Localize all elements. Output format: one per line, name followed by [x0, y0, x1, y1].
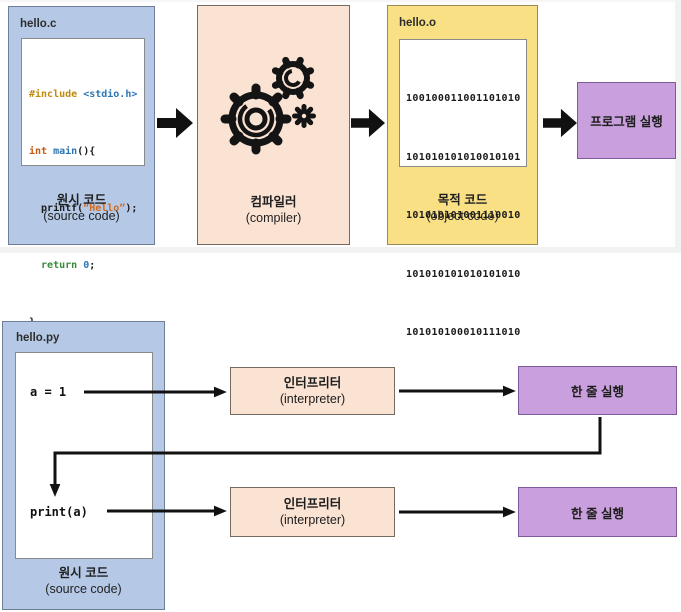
object-file-name: hello.o	[399, 17, 437, 29]
figure-edge-right	[675, 0, 681, 252]
object-code-caption: 목적 코드 (object code)	[426, 193, 499, 223]
c-file-name: hello.c	[20, 18, 57, 30]
c-code-snippet: #include <stdio.h> int main(){ printf(“H…	[21, 38, 145, 328]
c-code-line-2: int main(){	[29, 146, 96, 157]
py-source-caption: 원시 코드 (source code)	[45, 566, 122, 596]
program-run-box: 프로그램 실행	[577, 82, 676, 159]
compiler-box: 컴파일러 (compiler)	[197, 5, 350, 245]
c-code-line-4: return 0;	[29, 260, 96, 271]
gears-icon	[220, 56, 316, 155]
py-source-box: hello.py a = 1 print(a) 원시 코드 (source co…	[2, 321, 165, 610]
figure-edge-bottom	[0, 247, 681, 253]
compiler-caption: 컴파일러 (compiler)	[245, 195, 302, 225]
run-one-line-box-1: 한 줄 실행	[518, 366, 677, 415]
object-code-box: hello.o 100100011001101010 1010101010100…	[387, 5, 538, 338]
program-run-label: 프로그램 실행	[590, 115, 663, 129]
binary-code-snippet: 100100011001101010 101010101010010101 10…	[399, 39, 527, 338]
c-code-line-3: printf(“Hello”);	[29, 203, 138, 214]
py-code-panel: a = 1 print(a)	[15, 352, 153, 559]
arrow-right-icon	[157, 108, 193, 138]
py-code-line-1: a = 1	[30, 385, 67, 399]
arrow-right-icon	[543, 108, 577, 138]
binary-line: 101010101010010101	[406, 151, 521, 163]
arrow-right-icon	[351, 108, 385, 138]
binary-line: 101010101001110010	[406, 210, 521, 221]
binary-line: 101010101010101010	[406, 268, 521, 280]
py-code-line-2: print(a)	[30, 505, 88, 519]
figure-edge-top	[0, 0, 681, 2]
interpreter-box-2: 인터프리터 (interpreter)	[230, 487, 395, 537]
c-source-box: hello.c #include <stdio.h> int main(){ p…	[8, 6, 155, 328]
c-source-caption: 원시 코드 (source code)	[43, 193, 120, 223]
binary-line: 101010100010111010	[406, 327, 521, 338]
binary-line: 100100011001101010	[406, 93, 521, 104]
py-file-name: hello.py	[16, 332, 60, 344]
c-code-line-1: #include <stdio.h>	[29, 89, 138, 100]
interpreter-box-1: 인터프리터 (interpreter)	[230, 367, 395, 415]
run-one-line-box-2: 한 줄 실행	[518, 487, 677, 537]
